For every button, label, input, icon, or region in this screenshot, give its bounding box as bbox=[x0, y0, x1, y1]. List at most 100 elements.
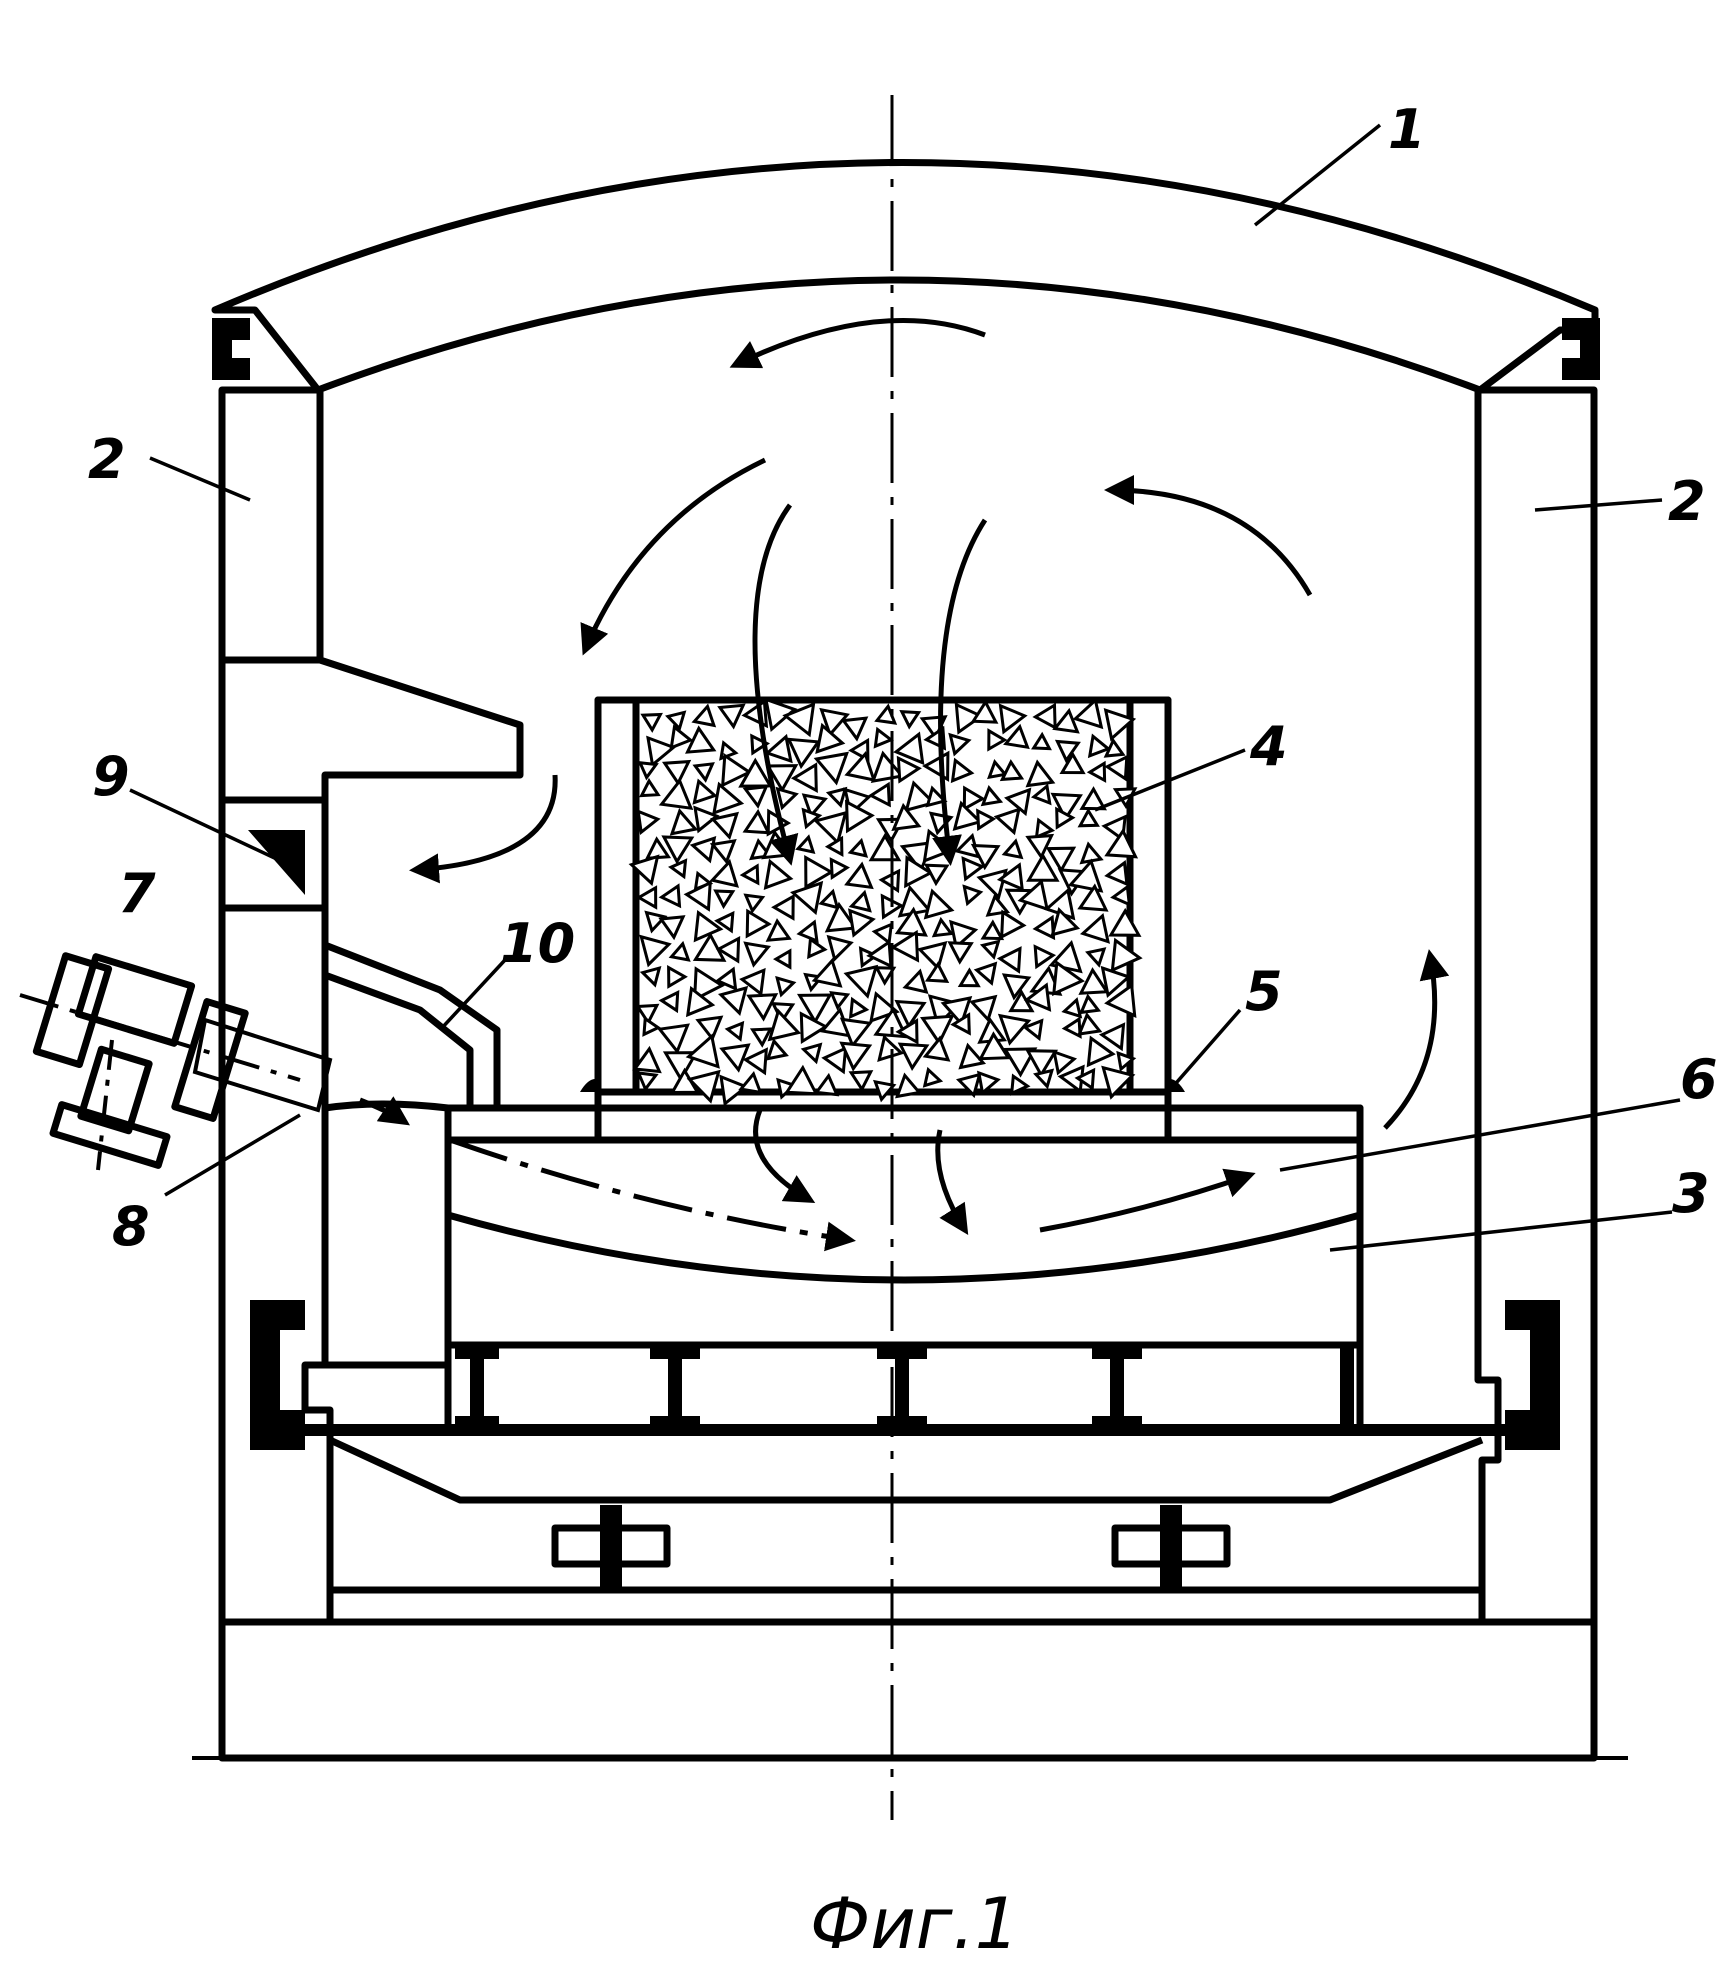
charge-piece bbox=[976, 808, 997, 832]
charge-piece bbox=[717, 703, 746, 730]
charge-piece bbox=[1110, 884, 1132, 907]
charge-piece bbox=[712, 781, 745, 816]
charge-piece bbox=[976, 868, 1008, 901]
charge-piece bbox=[1104, 982, 1137, 1019]
charge-piece bbox=[801, 807, 823, 830]
charge-piece bbox=[685, 725, 717, 754]
charge-piece bbox=[952, 800, 983, 831]
charge-piece bbox=[691, 703, 717, 728]
charge-piece bbox=[636, 809, 661, 835]
right-wall bbox=[1474, 386, 1598, 1626]
charge-piece bbox=[840, 716, 869, 742]
charge-piece bbox=[1110, 937, 1143, 973]
charge-piece bbox=[826, 934, 854, 962]
burner bbox=[19, 952, 333, 1171]
charge-piece bbox=[1077, 1012, 1103, 1036]
charge-piece bbox=[980, 919, 1005, 941]
charge-piece bbox=[665, 710, 687, 732]
charge-piece bbox=[877, 1034, 905, 1062]
charge-piece bbox=[1022, 1018, 1044, 1042]
charge-piece bbox=[1103, 707, 1137, 742]
charge-piece bbox=[692, 966, 725, 1003]
charge-piece bbox=[839, 1041, 873, 1072]
charge-piece bbox=[790, 880, 824, 916]
charge-piece bbox=[1116, 1050, 1137, 1072]
charge-piece bbox=[646, 735, 677, 768]
charge-piece bbox=[947, 941, 974, 965]
charge-piece bbox=[790, 762, 818, 793]
charge-piece bbox=[693, 909, 724, 943]
charge-piece bbox=[709, 839, 737, 865]
charge-piece bbox=[867, 781, 891, 808]
charge-piece bbox=[987, 728, 1008, 752]
charge-piece bbox=[813, 1072, 840, 1097]
i-beams bbox=[455, 1345, 1354, 1430]
left-roof-seal bbox=[212, 318, 250, 380]
charge-piece bbox=[804, 855, 835, 890]
left-deflector-shelf bbox=[218, 656, 524, 804]
charge-piece bbox=[1032, 702, 1057, 731]
charge-piece bbox=[824, 901, 859, 933]
charge-piece bbox=[980, 785, 1004, 807]
charge-piece bbox=[644, 910, 668, 934]
charge-piece bbox=[813, 751, 849, 786]
charge-piece bbox=[839, 1017, 873, 1049]
charge-piece bbox=[764, 733, 793, 764]
charge-piece bbox=[717, 985, 749, 1016]
crucible-left-wall bbox=[594, 696, 640, 1096]
charge-piece bbox=[1085, 947, 1107, 968]
charge-piece bbox=[719, 1043, 751, 1073]
charge-piece bbox=[765, 764, 799, 793]
charge-piece bbox=[922, 1066, 944, 1088]
charge-piece bbox=[668, 940, 691, 962]
label-4: 4 bbox=[1249, 715, 1288, 778]
charge-piece bbox=[954, 702, 985, 735]
charge-piece bbox=[1052, 960, 1085, 997]
charge-piece bbox=[686, 1069, 721, 1104]
charge-piece bbox=[976, 1070, 1001, 1096]
charge-piece bbox=[891, 802, 922, 832]
charge-piece bbox=[801, 793, 828, 819]
charge-piece bbox=[950, 757, 975, 784]
charge-piece bbox=[1034, 817, 1056, 840]
charge-piece bbox=[743, 941, 771, 968]
charge-piece bbox=[743, 893, 766, 914]
charge-piece bbox=[996, 946, 1022, 974]
charge-piece bbox=[799, 1011, 829, 1045]
charge-piece bbox=[739, 863, 760, 886]
charge-piece bbox=[1079, 912, 1111, 944]
charge-piece bbox=[742, 808, 771, 835]
charge-piece bbox=[1001, 838, 1024, 860]
charge-piece bbox=[970, 843, 1001, 871]
charge-piece bbox=[658, 990, 680, 1014]
label-7: 7 bbox=[118, 862, 156, 925]
charge-piece bbox=[999, 759, 1025, 782]
left-wall bbox=[218, 386, 324, 664]
charge-piece bbox=[1061, 1016, 1082, 1039]
left-wall-lower bbox=[218, 904, 334, 1626]
left-sand-seal bbox=[250, 1300, 305, 1450]
charge-piece bbox=[1086, 760, 1107, 783]
charge-piece bbox=[692, 762, 715, 783]
charge-piece bbox=[896, 755, 922, 784]
charge-piece bbox=[632, 1045, 662, 1074]
charge-piece bbox=[636, 1071, 659, 1093]
charge-piece bbox=[1025, 1049, 1059, 1078]
charge-piece bbox=[1067, 858, 1104, 893]
charge-piece bbox=[996, 862, 1024, 892]
leader-lines bbox=[129, 123, 1681, 1252]
charge-piece bbox=[749, 1027, 773, 1048]
charge-piece bbox=[1100, 965, 1132, 999]
charge-piece bbox=[1001, 973, 1032, 1001]
charge-piece bbox=[902, 968, 929, 995]
charge-material bbox=[628, 697, 1143, 1107]
charge-piece bbox=[818, 888, 840, 910]
charge-piece bbox=[998, 703, 1028, 735]
charge-piece bbox=[1086, 1035, 1116, 1068]
charge-piece bbox=[639, 965, 662, 988]
car-chassis bbox=[328, 1436, 1484, 1504]
charge-piece bbox=[1026, 852, 1060, 882]
charge-piece bbox=[844, 861, 874, 890]
charge-piece bbox=[1000, 909, 1027, 940]
charge-piece bbox=[685, 1033, 720, 1069]
